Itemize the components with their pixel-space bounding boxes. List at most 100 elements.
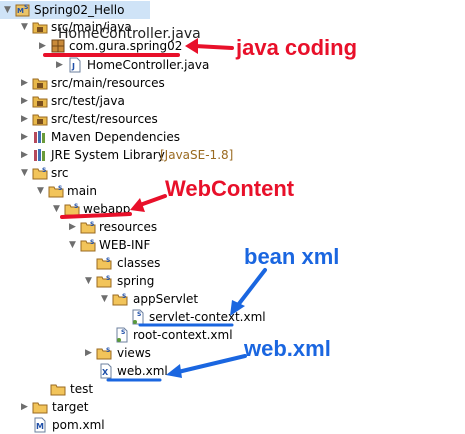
java-file-icon: J [69,57,81,73]
tree-item-webapp[interactable]: ▼ S webapp [0,200,200,218]
folder-icon: S [32,167,48,180]
tree-item-src-test-java[interactable]: ▶ src/test/java [0,92,220,110]
folder-icon: S [80,221,96,234]
tree-item-spring[interactable]: ▼ S spring [0,272,200,290]
library-icon [34,131,45,143]
tree-item-web-xml[interactable]: X web.xml [0,362,200,380]
svg-text:S: S [106,347,110,354]
svg-text:S: S [122,293,126,300]
tree-item-src-main-java[interactable]: ▼ src/main/java [0,18,220,36]
annotation-java-coding: java coding [236,35,358,60]
tree-item-label: src [51,166,69,180]
tree-item-label: target [52,400,89,414]
tree-item-src-main-resources[interactable]: ▶ src/main/resources [0,74,220,92]
folder-icon [50,384,66,396]
tree-item-appservlet[interactable]: ▼ S appServlet [0,290,220,308]
folder-icon: S [64,203,80,216]
tree-item-label: test [70,382,94,396]
expand-arrow-icon[interactable]: ▶ [21,132,28,142]
tree-item-main[interactable]: ▼ S main [0,182,200,200]
collapse-arrow-icon[interactable]: ▼ [21,168,28,178]
tree-item-web-inf[interactable]: ▼ S WEB-INF [0,236,200,254]
folder-icon: S [96,257,112,270]
collapse-arrow-icon[interactable]: ▼ [69,240,76,250]
svg-text:S: S [90,221,94,228]
svg-text:M: M [17,7,24,15]
spring-xml-file-icon: S [116,327,128,343]
expand-arrow-icon[interactable]: ▶ [69,222,76,232]
svg-text:S: S [106,275,110,282]
tree-item-label: com.gura.spring02 [69,39,183,53]
spring-xml-file-icon: S [132,309,144,325]
red-arrow-java-coding [193,44,234,50]
tree-item-jre-library[interactable]: ▶ JRE System Library [JavaSE-1.8] [0,146,240,164]
library-icon [34,149,45,161]
expand-arrow-icon[interactable]: ▶ [85,348,92,358]
tree-item-label: HomeController.java [87,58,210,72]
tree-item-servlet-context[interactable]: S servlet-context.xml [0,308,266,326]
expand-arrow-icon[interactable]: ▶ [21,402,28,412]
tree-item-label: classes [117,256,161,270]
svg-text:S: S [42,167,46,174]
svg-text:J: J [71,62,75,71]
svg-text:X: X [102,368,109,377]
collapse-arrow-icon[interactable]: ▼ [21,22,28,32]
expand-arrow-icon[interactable]: ▶ [21,150,28,160]
xml-file-icon: X [100,363,112,379]
tree-item-test[interactable]: test [0,380,200,398]
tree-item-views[interactable]: ▶ S views [0,344,200,362]
maven-pom-file-icon: M [34,417,46,433]
collapse-arrow-icon[interactable]: ▼ [37,186,44,196]
tree-item-target[interactable]: ▶ target [0,398,200,416]
expand-arrow-icon[interactable]: ▶ [21,114,28,124]
folder-icon: S [112,293,128,306]
source-folder-icon [32,114,48,126]
tree-item-home-controller[interactable]: ▶ J HomeController.java [0,56,220,74]
source-folder-icon [32,22,48,34]
collapse-arrow-icon[interactable]: ▼ [53,204,60,214]
tree-item-label: web.xml [117,364,168,378]
expand-arrow-icon[interactable]: ▶ [21,78,28,88]
expand-arrow-icon[interactable]: ▶ [21,96,28,106]
tree-item-label: src/main/resources [51,76,165,90]
svg-text:S: S [90,239,94,246]
tree-item-label: webapp [83,202,131,216]
tree-item-label: root-context.xml [133,328,233,342]
tree-item-pom[interactable]: M pom.xml [0,416,200,434]
expand-arrow-icon[interactable]: ▶ [39,41,46,51]
svg-text:S: S [106,257,110,264]
tree-item-label: resources [99,220,158,234]
tree-item-label: WEB-INF [99,238,151,252]
tree-item-label: servlet-context.xml [149,310,266,324]
tree-item-label: main [67,184,97,198]
collapse-arrow-icon[interactable]: ▼ [4,5,11,15]
tree-item-src-test-resources[interactable]: ▶ src/test/resources [0,110,220,128]
tree-item-src[interactable]: ▼ S src [0,164,200,182]
expand-arrow-icon[interactable]: ▶ [56,60,63,70]
tree-item-label: src/test/resources [51,112,158,126]
svg-text:S: S [74,203,78,210]
tree-item-label: JRE System Library [51,148,165,162]
blue-arrow-bean-xml [236,268,267,307]
tree-item-label: Maven Dependencies [51,130,181,144]
annotation-webcontent: WebContent [165,176,295,201]
folder-icon [32,402,48,414]
collapse-arrow-icon[interactable]: ▼ [101,294,108,304]
collapse-arrow-icon[interactable]: ▼ [85,276,92,286]
tree-item-label: Spring02_Hello [34,3,125,17]
tree-item-maven-dependencies[interactable]: ▶ Maven Dependencies [0,128,220,146]
tree-item-root-context[interactable]: S root-context.xml [0,326,240,344]
svg-text:S: S [137,311,141,318]
source-folder-icon [32,78,48,90]
overlay-ghost-text: HomeController.java [58,26,201,42]
folder-icon: S [48,185,64,198]
tree-item-label: src/test/java [51,94,125,108]
source-folder-icon [32,96,48,108]
tree-item-classes[interactable]: S classes [0,254,200,272]
svg-text:S: S [24,4,28,11]
tree-item-label: pom.xml [52,418,105,432]
tree-item-root[interactable]: ▼ M S Spring02_Hello [0,1,150,19]
jre-version-decoration: [JavaSE-1.8] [160,148,234,162]
tree-item-package[interactable]: ▶ com.gura.spring02 [0,37,200,55]
tree-item-resources[interactable]: ▶ S resources [0,218,200,236]
